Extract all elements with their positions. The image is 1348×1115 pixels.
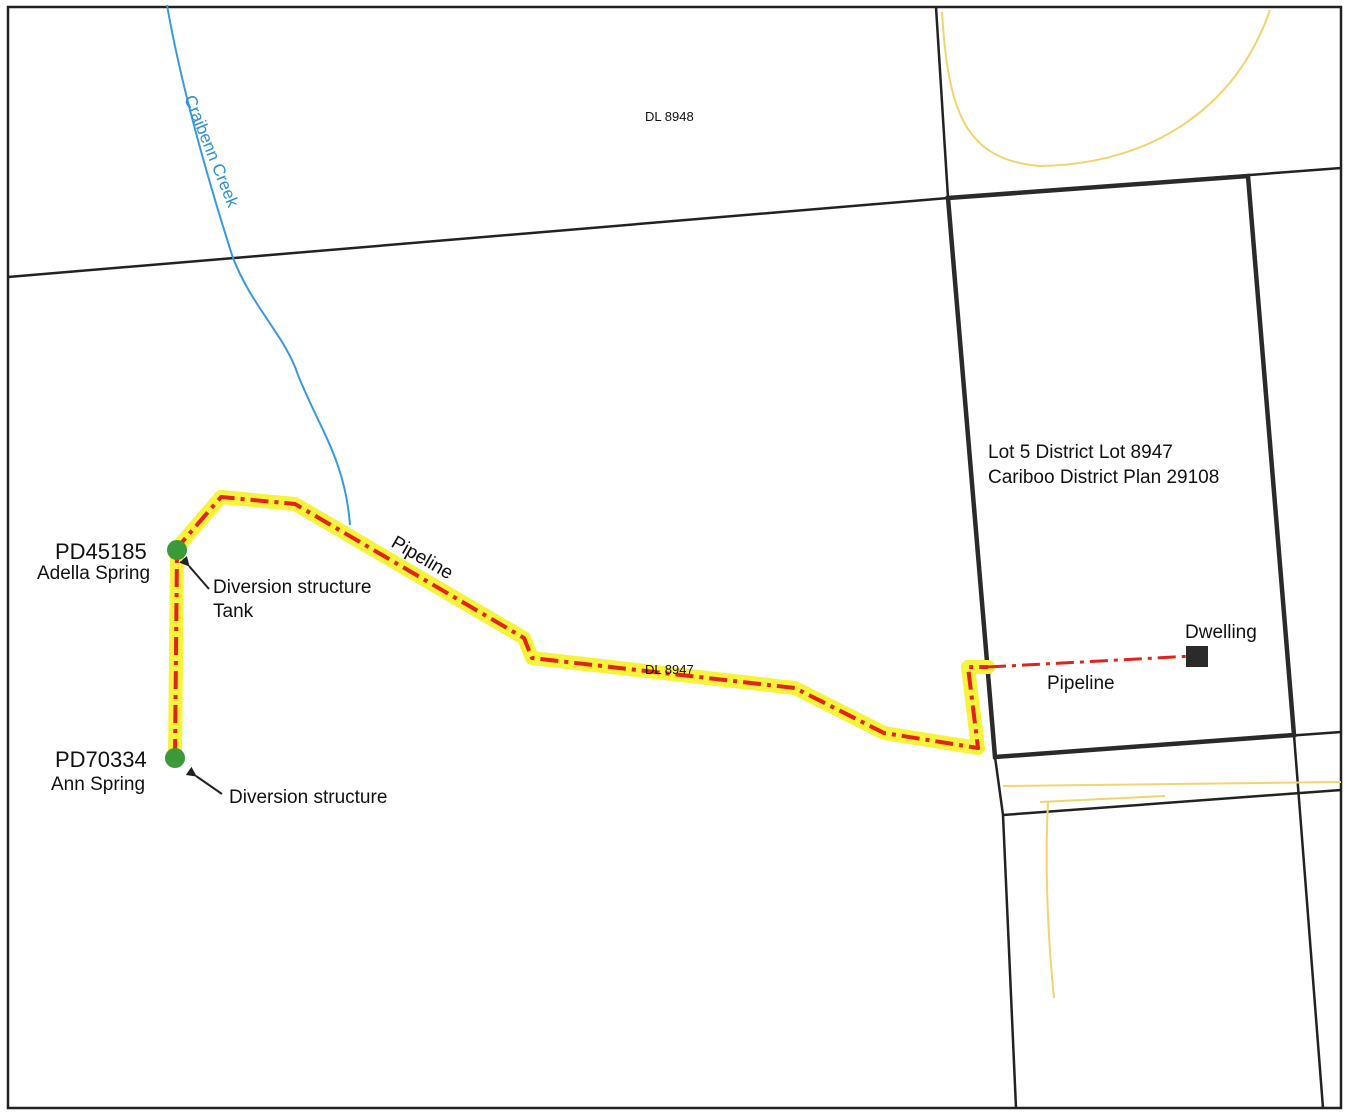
creek-line: [166, 4, 351, 526]
pd45185-arrow-icon: [179, 555, 210, 590]
tracks: [941, 9, 1342, 999]
road-parcel-boundary-lower: [1002, 788, 1342, 817]
dl-8948-label: DL 8948: [645, 109, 694, 124]
map-frame: [6, 5, 1343, 1110]
pipeline-label-lower: Pipeline: [1047, 673, 1115, 694]
pd70334-name-label: Ann Spring: [51, 774, 145, 795]
pd70334-note-label: Diversion structure: [229, 787, 387, 808]
lot-label-line2: Cariboo District Plan 29108: [988, 467, 1219, 488]
dwelling-marker[interactable]: [1186, 646, 1208, 667]
vertical-boundary-main: [934, 6, 950, 199]
pd70334-spring-point[interactable]: [165, 748, 185, 768]
pd45185-note-line1: Diversion structure: [213, 577, 371, 598]
lot-label-line1: Lot 5 District Lot 8947: [988, 442, 1173, 463]
track-south: [1039, 795, 1166, 999]
pd70334-id-label: PD70334: [55, 747, 147, 772]
pipeline-route: [173, 495, 988, 758]
pd45185-spring-point[interactable]: [167, 540, 187, 560]
pd70334-arrow-icon: [185, 766, 223, 795]
dwelling-label: Dwelling: [1185, 622, 1257, 643]
east-parcel-boundary: [1292, 734, 1325, 1109]
track-road: [1002, 781, 1342, 787]
track-upper-east: [941, 9, 1271, 168]
lot-5-outline: [945, 173, 1297, 760]
dl-8947-label: DL 8947: [645, 662, 694, 677]
pd45185-name-label: Adella Spring: [37, 563, 150, 584]
pd45185-note-line2: Tank: [213, 601, 254, 622]
pd45185-id-label: PD45185: [55, 539, 147, 564]
pipeline-to-dwelling: [987, 654, 1194, 669]
